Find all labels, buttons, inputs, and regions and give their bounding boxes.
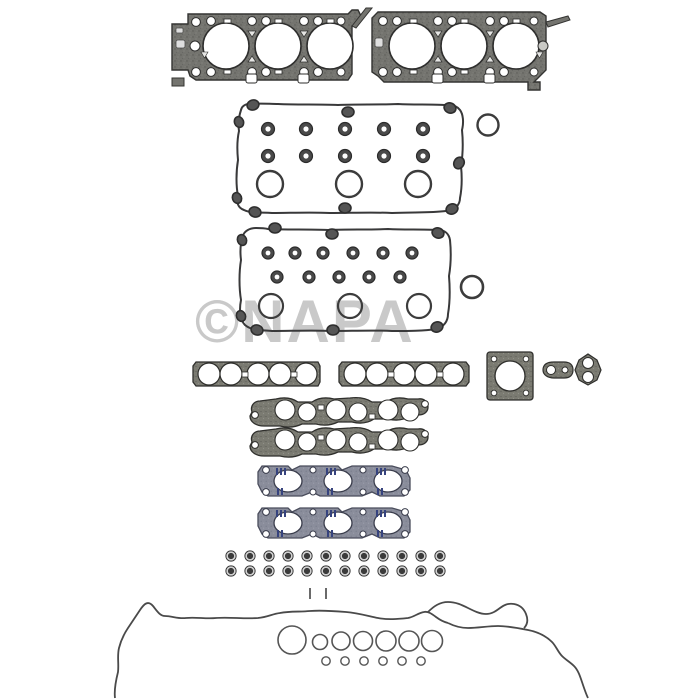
intake-plenum-gasket-left	[192, 361, 321, 387]
egr-gasket-oval	[574, 353, 602, 386]
oring-upper	[476, 113, 500, 137]
valve-stem-seals-row-2	[225, 565, 446, 577]
head-gasket-right	[371, 11, 571, 91]
oring-set-medium	[311, 629, 444, 653]
oring-large	[277, 625, 307, 655]
throttle-body-gasket	[486, 351, 534, 401]
intake-runner-gasket-lower	[249, 426, 429, 458]
exhaust-manifold-gasket-lower	[257, 507, 411, 539]
timing-cover-seal-left	[113, 602, 449, 699]
oring-set-small	[321, 656, 426, 666]
valve-cover-gasket-lower	[235, 222, 452, 336]
intake-runner-gasket-upper	[249, 396, 429, 428]
exhaust-manifold-gasket-upper	[257, 465, 411, 497]
valve-cover-gasket-upper	[231, 99, 466, 218]
valve-stem-seals-row-1	[225, 550, 446, 562]
oring-lower	[459, 274, 485, 300]
egr-gasket-small	[542, 361, 574, 379]
timing-cover-seal-right-lower	[447, 622, 589, 699]
head-gasket-left	[171, 7, 374, 87]
timing-cover-seal-right-upper	[427, 601, 529, 629]
intake-plenum-gasket-right	[338, 361, 470, 387]
